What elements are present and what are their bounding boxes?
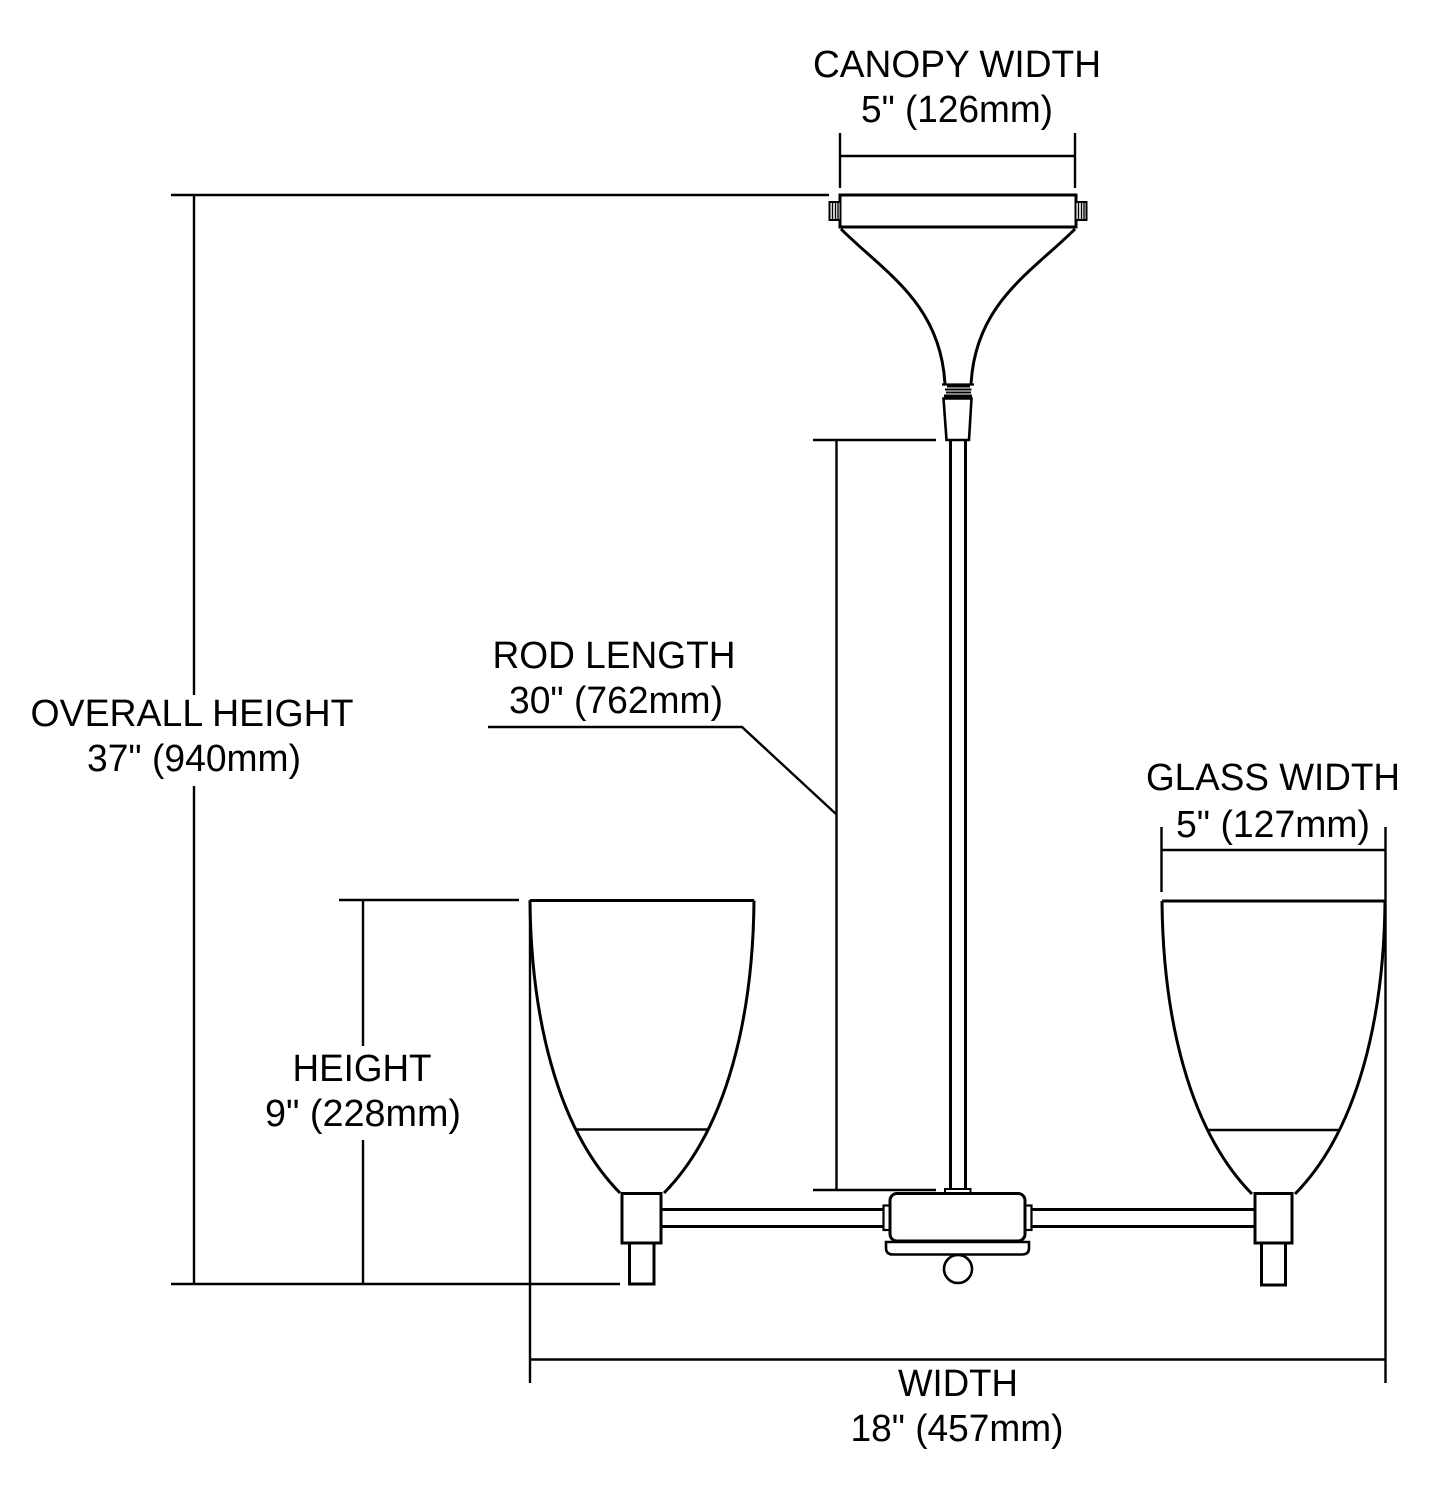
svg-text:30" (762mm): 30" (762mm) xyxy=(509,680,723,722)
svg-text:GLASS WIDTH: GLASS WIDTH xyxy=(1146,757,1400,799)
svg-text:5" (127mm): 5" (127mm) xyxy=(1176,804,1370,846)
svg-text:18" (457mm): 18" (457mm) xyxy=(851,1408,1064,1450)
svg-text:ROD LENGTH: ROD LENGTH xyxy=(493,635,736,677)
svg-text:37" (940mm): 37" (940mm) xyxy=(87,738,301,780)
svg-text:CANOPY WIDTH: CANOPY WIDTH xyxy=(813,44,1101,86)
svg-text:HEIGHT: HEIGHT xyxy=(293,1048,432,1090)
svg-text:9" (228mm): 9" (228mm) xyxy=(265,1093,461,1135)
svg-text:OVERALL HEIGHT: OVERALL HEIGHT xyxy=(31,693,354,735)
svg-text:WIDTH: WIDTH xyxy=(898,1363,1018,1405)
svg-text:5" (126mm): 5" (126mm) xyxy=(861,89,1053,131)
